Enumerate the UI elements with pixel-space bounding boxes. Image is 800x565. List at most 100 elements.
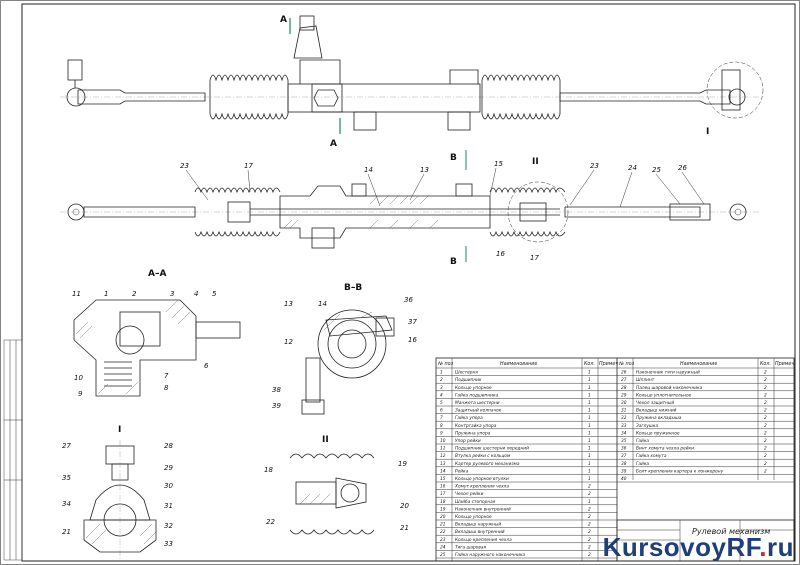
table-cell: 5 (440, 400, 443, 406)
table-cell: 2 (764, 461, 767, 467)
left-bellows (209, 74, 289, 120)
table-cell: 9 (440, 430, 443, 436)
table-cell: 18 (440, 499, 446, 505)
table-cell: Шестерня (455, 370, 478, 376)
callout: 11 (72, 290, 81, 298)
table-cell: Вкладыш нижний (636, 408, 677, 414)
table-cell: 10 (440, 438, 446, 444)
table-cell: 1 (588, 461, 591, 467)
section-bb: B–B 13 14 12 36 37 16 38 39 (272, 283, 417, 415)
table-cell: Гайка (636, 438, 649, 444)
table-cell: 26 (621, 370, 627, 376)
table-cell: 16 (440, 484, 446, 490)
table-header-name-right: Наименование (680, 361, 717, 367)
view-marker-ii: II (532, 157, 539, 167)
table-header-qty: Кол. (584, 361, 595, 367)
table-cell: Чехол защитный (636, 400, 674, 406)
callout: 21 (62, 528, 71, 536)
table-cell: Наконечник тяги наружный (636, 370, 700, 376)
callout: 21 (400, 524, 409, 532)
table-cell: Вкладыш наружный (455, 522, 501, 528)
callout: 19 (398, 460, 407, 468)
callout: 26 (678, 164, 687, 172)
table-cell: Пружина вкладыша (636, 415, 682, 421)
callout: 9 (78, 390, 83, 398)
callout: 33 (164, 540, 173, 548)
section-marker-b-bottom: B (450, 257, 457, 267)
table-cell: Гайка упора (455, 415, 483, 421)
table-cell: 6 (440, 408, 443, 414)
table-cell: 1 (588, 468, 591, 474)
housing-hatching (283, 195, 439, 229)
table-cell: Кольцо упорное втулки (455, 476, 509, 482)
table-cell: 2 (588, 514, 591, 520)
callout: 18 (264, 466, 273, 474)
table-cell: Гайка (636, 461, 649, 467)
callout: 28 (164, 442, 173, 450)
table-cell: 1 (588, 392, 591, 398)
callout: 14 (318, 300, 327, 308)
view-i-title: I (118, 425, 121, 435)
callout: 1 (104, 290, 108, 298)
callout: 34 (62, 500, 71, 508)
table-cell: Кольцо упорное (455, 514, 492, 520)
table-cell: 14 (440, 468, 446, 474)
table-cell: Гайка хомута (636, 453, 667, 459)
table-cell: Наконечник внутренний (455, 506, 511, 512)
callout: 32 (164, 522, 173, 530)
callout: 29 (164, 464, 173, 472)
table-cell: Контргайка упора (455, 423, 497, 429)
table-cell: Шайба стопорная (455, 499, 496, 505)
callout: 2 (132, 290, 137, 298)
table-header-name: Наименование (500, 361, 537, 367)
top-view: A A I (60, 15, 764, 149)
table-cell: 1 (588, 476, 591, 482)
table-cell: 11 (440, 446, 446, 452)
callout: 37 (408, 318, 417, 326)
section-marker-a-bottom: A (330, 139, 337, 149)
table-cell: 13 (440, 461, 446, 467)
section-aa-title: A–A (148, 269, 166, 279)
section-aa: A–A 11 1 2 3 4 5 6 10 9 7 8 (72, 269, 241, 398)
table-cell: 24 (440, 544, 446, 550)
table-cell: Шплинт (636, 377, 655, 383)
table-cell: 39 (621, 468, 627, 474)
table-cell: 2 (588, 552, 591, 558)
table-cell: 1 (588, 453, 591, 459)
watermark-tld: ru (767, 532, 794, 562)
section-view: B B II 23 17 14 13 15 23 24 25 26 16 17 (60, 150, 760, 267)
callout: 23 (180, 162, 189, 170)
callout: 25 (652, 166, 661, 174)
callout: 8 (164, 384, 169, 392)
table-cell: 2 (588, 506, 591, 512)
callout: 12 (284, 338, 293, 346)
table-cell: 15 (440, 476, 446, 482)
site-watermark: KursovoyRF.ru (603, 532, 794, 563)
table-cell: Картер рулевого механизма (455, 461, 520, 467)
table-cell: 30 (621, 400, 627, 406)
view-ii-title: II (322, 435, 329, 445)
table-cell: 2 (764, 415, 767, 421)
table-cell: 28 (621, 385, 627, 391)
table-cell: 1 (588, 499, 591, 505)
table-cell: 25 (440, 552, 446, 558)
section-marker-a-top: A (280, 15, 287, 25)
table-cell: 21 (440, 522, 446, 528)
callout: 13 (284, 300, 293, 308)
table-cell: 1 (588, 377, 591, 383)
table-cell: 1 (588, 400, 591, 406)
table-cell: 2 (588, 529, 591, 535)
table-cell: 1 (440, 370, 443, 376)
callout: 31 (164, 502, 173, 510)
table-cell: 1 (588, 438, 591, 444)
table-cell: Упор рейки (455, 438, 481, 444)
table-header-qty-right: Кол. (760, 361, 771, 367)
table-cell: 20 (440, 514, 446, 520)
callout: 7 (164, 372, 169, 380)
view-marker-i: I (706, 127, 709, 137)
callout: 15 (494, 160, 503, 168)
callout: 22 (266, 518, 275, 526)
table-cell: Заглушка (636, 423, 658, 429)
